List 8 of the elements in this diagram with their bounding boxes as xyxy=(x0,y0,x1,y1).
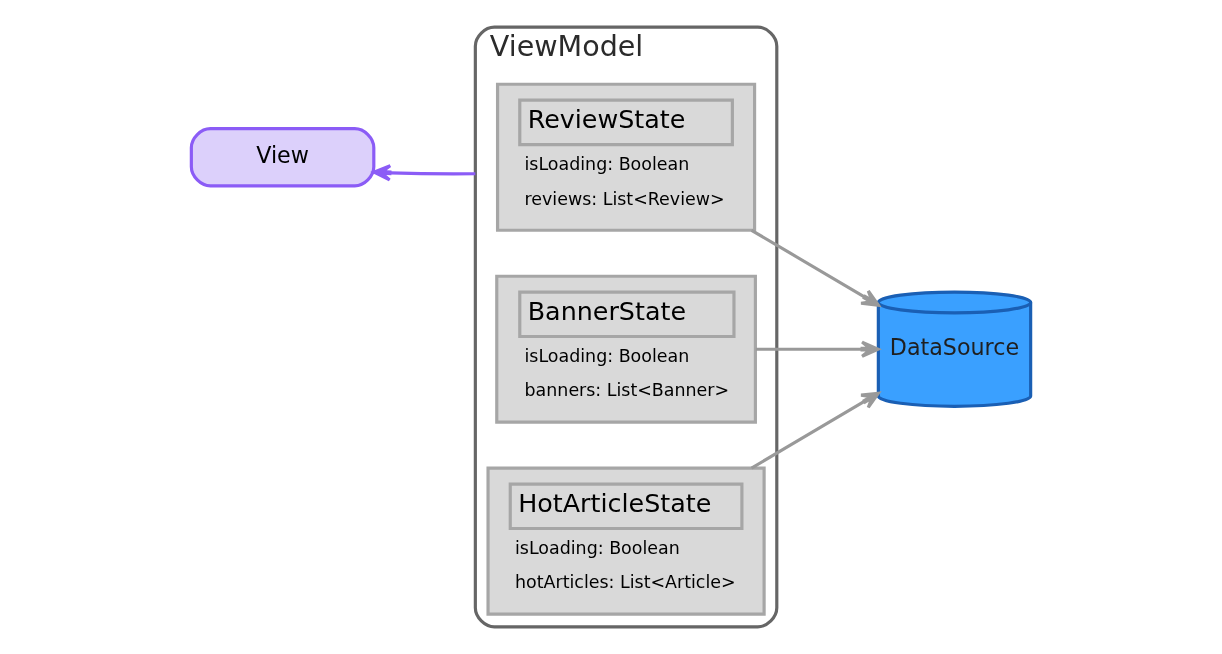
arrow xyxy=(750,229,880,307)
arrow xyxy=(750,391,880,470)
node-box: ReviewState isLoading: Boolean reviews: List<Review> xyxy=(495,82,757,232)
node-box: View xyxy=(189,127,376,188)
arrow xyxy=(372,164,476,182)
node-box: HotArticleState isLoading: Boolean hotArticles: List<Article> xyxy=(486,466,766,616)
node-box: BannerState isLoading: Boolean banners: List<Banner> xyxy=(495,274,757,424)
arrow xyxy=(755,340,880,358)
